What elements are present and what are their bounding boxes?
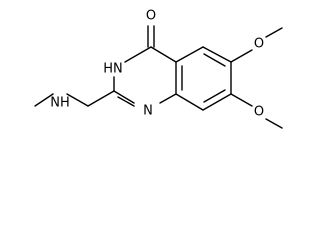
bond-c6-o (230, 49, 253, 63)
methoxy-oxygen-7-label: O (254, 105, 264, 120)
bond-o-ch3-7 (265, 118, 283, 129)
bond-c4a-c5 (175, 46, 204, 63)
bond-c2-n1-inner (117, 96, 135, 107)
bond-n1-c8a (159, 93, 177, 104)
bond-nh-ch3 (34, 93, 54, 107)
methoxy-group-6 (230, 27, 283, 63)
bond-c2-ch2 (87, 90, 115, 107)
bond-c4-n3 (124, 46, 152, 63)
bond-c7-c8-inner (203, 89, 226, 103)
chemical-structure-diagram: O HN N NH O O (34, 9, 283, 129)
ring-n-label: N (143, 104, 153, 119)
carbonyl-group: O (146, 9, 156, 48)
bond-c4-c4a (150, 46, 177, 63)
benzene-ring (175, 46, 232, 111)
methoxy-oxygen-6-label: O (254, 37, 264, 52)
ring-nh-label: HN (103, 62, 123, 77)
bond-c2-n1 (113, 90, 135, 104)
methylaminomethyl-chain (34, 90, 115, 107)
bond-o-ch3-6 (265, 27, 283, 38)
amine-nh-label: NH (50, 96, 70, 111)
carbonyl-oxygen-label: O (146, 9, 156, 24)
pyrimidinone-ring (113, 46, 177, 107)
methoxy-group-7 (230, 93, 283, 129)
bond-c5-c6-inner (203, 53, 226, 67)
bond-c7-c8 (202, 93, 232, 111)
bond-c8-c8a (175, 93, 204, 111)
bond-c5-c6 (202, 46, 232, 63)
bond-ch2-nh (66, 93, 89, 107)
bond-c7-o (230, 93, 253, 107)
